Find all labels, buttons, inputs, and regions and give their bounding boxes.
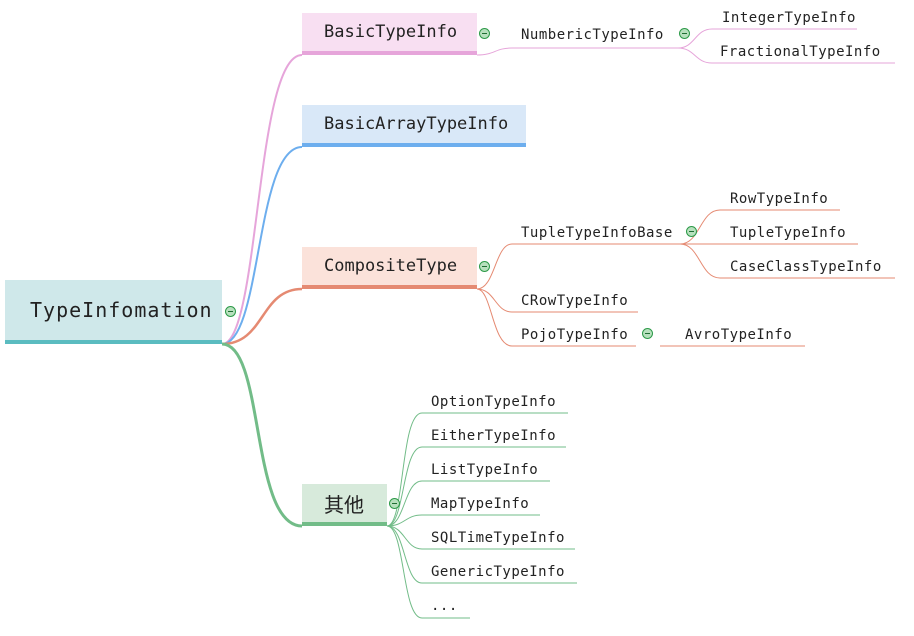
edge-composite-tuplebase bbox=[476, 243, 680, 290]
collapse-icon[interactable] bbox=[479, 261, 490, 272]
node-row-type-info[interactable]: RowTypeInfo bbox=[730, 191, 829, 207]
edge-tuplebase-row bbox=[679, 209, 840, 245]
edge-other-either bbox=[386, 446, 566, 527]
edge-root-composite bbox=[221, 287, 303, 346]
edge-other-generic bbox=[386, 525, 577, 584]
edge-numberic-fractional bbox=[677, 47, 895, 64]
edge-composite-pojo bbox=[476, 288, 636, 347]
node-sqltime-type-info[interactable]: SQLTimeTypeInfo bbox=[431, 530, 565, 546]
node-integer-type-info[interactable]: IntegerTypeInfo bbox=[722, 10, 856, 26]
node-label: 其他 bbox=[324, 492, 364, 517]
node-basic-array-type-info[interactable]: BasicArrayTypeInfo bbox=[302, 105, 526, 147]
node-tuple-type-info-base[interactable]: TupleTypeInfoBase bbox=[521, 225, 673, 241]
collapse-icon[interactable] bbox=[479, 28, 490, 39]
edge-other-sqltime bbox=[386, 525, 575, 550]
node-pojo-type-info[interactable]: PojoTypeInfo bbox=[521, 327, 629, 343]
node-avro-type-info[interactable]: AvroTypeInfo bbox=[685, 327, 793, 343]
node-crow-type-info[interactable]: CRowTypeInfo bbox=[521, 293, 629, 309]
node-composite-type[interactable]: CompositeType bbox=[302, 247, 477, 289]
collapse-icon[interactable] bbox=[642, 328, 653, 339]
node-basic-type-info[interactable]: BasicTypeInfo bbox=[302, 13, 477, 55]
collapse-icon[interactable] bbox=[686, 226, 697, 237]
edge-other-option bbox=[386, 412, 568, 527]
root-label: TypeInfomation bbox=[30, 298, 213, 322]
edge-tuplebase-caseclass bbox=[679, 243, 895, 279]
edge-basic-numberic bbox=[476, 47, 678, 56]
node-label: BasicTypeInfo bbox=[324, 22, 458, 42]
root-node[interactable]: TypeInfomation bbox=[5, 280, 222, 344]
node-list-type-info[interactable]: ListTypeInfo bbox=[431, 462, 539, 478]
node-other[interactable]: 其他 bbox=[302, 484, 387, 526]
node-map-type-info[interactable]: MapTypeInfo bbox=[431, 496, 530, 512]
edge-root-array bbox=[221, 146, 303, 345]
node-case-class-type-info[interactable]: CaseClassTypeInfo bbox=[730, 259, 882, 275]
edge-other-ellipsis bbox=[386, 525, 470, 619]
node-ellipsis[interactable]: ... bbox=[431, 598, 458, 614]
node-generic-type-info[interactable]: GenericTypeInfo bbox=[431, 564, 565, 580]
edge-root-basic bbox=[221, 54, 303, 345]
node-numberic-type-info[interactable]: NumbericTypeInfo bbox=[521, 27, 664, 43]
edge-root-other bbox=[221, 342, 303, 528]
node-tuple-type-info[interactable]: TupleTypeInfo bbox=[730, 225, 847, 241]
collapse-icon[interactable] bbox=[679, 28, 690, 39]
edge-other-map bbox=[386, 514, 540, 527]
node-label: CompositeType bbox=[324, 256, 458, 276]
node-label: BasicArrayTypeInfo bbox=[324, 114, 509, 134]
edge-composite-crow bbox=[476, 288, 638, 313]
collapse-icon[interactable] bbox=[225, 306, 236, 317]
collapse-icon[interactable] bbox=[389, 498, 400, 509]
node-either-type-info[interactable]: EitherTypeInfo bbox=[431, 428, 557, 444]
node-option-type-info[interactable]: OptionTypeInfo bbox=[431, 394, 557, 410]
edge-other-list bbox=[386, 480, 550, 527]
edge-numberic-integer bbox=[677, 28, 857, 49]
node-fractional-type-info[interactable]: FractionalTypeInfo bbox=[720, 44, 881, 60]
